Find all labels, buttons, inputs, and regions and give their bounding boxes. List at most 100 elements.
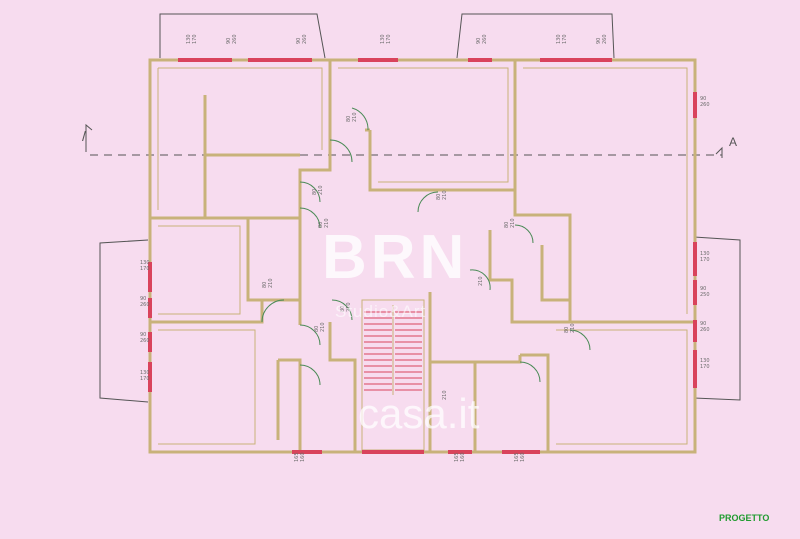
door-8 bbox=[331, 299, 353, 321]
wall-bath-right-top bbox=[475, 355, 522, 364]
wall-stair-left bbox=[328, 322, 357, 452]
staircase bbox=[361, 299, 425, 451]
dimension-value: 90 bbox=[226, 38, 232, 44]
dimension-value: 170 bbox=[700, 257, 710, 263]
dimension-value: 260 bbox=[700, 102, 710, 108]
inner-room-5 bbox=[158, 329, 256, 445]
wall-right-bath bbox=[520, 353, 550, 452]
inner-room-3 bbox=[523, 67, 688, 314]
dimension-value: 90 bbox=[700, 96, 706, 102]
door-10 bbox=[514, 224, 534, 244]
door-7 bbox=[299, 324, 321, 346]
dimension-value: 90 bbox=[296, 38, 302, 44]
wall-right-core bbox=[513, 190, 572, 322]
dimension-value: 165 bbox=[514, 452, 520, 462]
dimension-value: 90 bbox=[476, 38, 482, 44]
dimension-value: 90 bbox=[140, 296, 146, 302]
dimension-value: 165 bbox=[454, 452, 460, 462]
dimension-value: 170 bbox=[562, 34, 568, 44]
section-marker-right bbox=[715, 146, 723, 158]
dimension-value: 250 bbox=[700, 292, 710, 298]
door-1 bbox=[329, 139, 353, 163]
door-13 bbox=[569, 329, 591, 351]
inner-room-1 bbox=[157, 67, 323, 210]
wall-lower-left bbox=[150, 300, 264, 324]
dimension-value: 260 bbox=[232, 34, 238, 44]
wall-bed-left bbox=[150, 216, 300, 302]
dimension-value: 210 bbox=[320, 322, 326, 332]
section-marker-left bbox=[85, 123, 93, 152]
door-6 bbox=[261, 299, 285, 323]
dimension-value: 210 bbox=[442, 390, 448, 400]
door-2 bbox=[351, 107, 369, 131]
dimension-value: 260 bbox=[602, 34, 608, 44]
balcony-right bbox=[693, 236, 741, 401]
dimension-value: 260 bbox=[302, 34, 308, 44]
door-9 bbox=[299, 364, 321, 386]
dimension-value: 170 bbox=[700, 364, 710, 370]
dimension-value: 130 bbox=[700, 251, 710, 257]
inner-room-4 bbox=[158, 225, 241, 315]
dimension-value: 130 bbox=[700, 358, 710, 364]
dimension-value: 90 bbox=[700, 286, 706, 292]
door-12 bbox=[519, 361, 541, 383]
dimension-value: 210 bbox=[442, 190, 448, 200]
wall-kitchen bbox=[368, 60, 517, 192]
section-label-left: / bbox=[82, 128, 86, 144]
dimension-value: 260 bbox=[140, 302, 150, 308]
dimension-label: 210 bbox=[478, 276, 484, 286]
dimension-value: 210 bbox=[268, 278, 274, 288]
door-5 bbox=[417, 191, 439, 213]
dimension-value: 130 bbox=[380, 34, 386, 44]
dimension-value: 210 bbox=[352, 112, 358, 122]
dimension-value: 210 bbox=[478, 276, 484, 286]
dimension-value: 130 bbox=[186, 34, 192, 44]
dimension-label: 210 bbox=[442, 390, 448, 400]
dimension-value: 210 bbox=[510, 218, 516, 228]
dimension-value: 210 bbox=[324, 218, 330, 228]
inner-room-2 bbox=[338, 67, 509, 183]
door-3 bbox=[299, 181, 321, 203]
outer-wall bbox=[148, 58, 697, 454]
dimension-value: 160 bbox=[520, 452, 526, 462]
dimension-value: 80 bbox=[262, 282, 268, 288]
walls bbox=[148, 58, 697, 454]
dimension-value: 80 bbox=[504, 222, 510, 228]
dimension-value: 90 bbox=[140, 332, 146, 338]
wall-lower-closet bbox=[278, 358, 302, 452]
dimension-value: 170 bbox=[192, 34, 198, 44]
inner-room-6 bbox=[556, 329, 688, 445]
wall-bath2 bbox=[430, 360, 477, 452]
section-label-right: A bbox=[729, 135, 738, 149]
dimension-value: 90 bbox=[700, 321, 706, 327]
wall-right-lower bbox=[488, 230, 695, 324]
dimension-value: 260 bbox=[482, 34, 488, 44]
dimension-value: 90 bbox=[596, 38, 602, 44]
dimension-value: 130 bbox=[140, 370, 150, 376]
doors bbox=[261, 107, 591, 386]
dimension-value: 170 bbox=[386, 34, 392, 44]
dimension-value: 160 bbox=[300, 452, 306, 462]
wall-hall-left bbox=[298, 60, 332, 230]
dimension-value: 80 bbox=[314, 326, 320, 332]
stair-treads bbox=[364, 311, 422, 391]
dimension-value: 260 bbox=[700, 327, 710, 333]
door-4 bbox=[299, 207, 321, 229]
